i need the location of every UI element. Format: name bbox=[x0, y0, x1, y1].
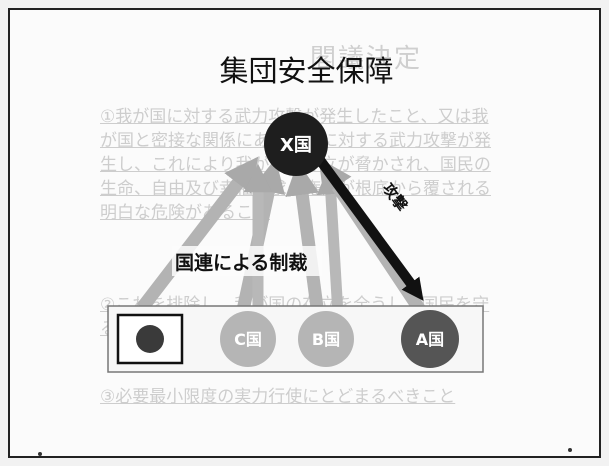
collective-security-diagram: C国 B国 A国 攻撃 X国 国連による制裁 bbox=[38, 112, 572, 456]
corner-dot bbox=[38, 452, 42, 456]
node-b bbox=[298, 311, 354, 367]
node-b-label: B国 bbox=[312, 330, 340, 349]
node-c-label: C国 bbox=[234, 330, 262, 349]
attack-label: 攻撃 bbox=[379, 180, 411, 215]
sanction-arrow bbox=[316, 165, 346, 316]
sanction-label: 国連による制裁 bbox=[175, 251, 307, 274]
attack-arrow bbox=[315, 157, 424, 301]
node-x-label: X国 bbox=[280, 135, 312, 156]
page-title: 集団安全保障 bbox=[219, 54, 394, 88]
background-heading: 閣議決定 bbox=[310, 44, 423, 74]
corner-dot bbox=[568, 448, 572, 452]
node-c bbox=[220, 311, 276, 367]
background-text-line: ③必要最小限度の実力行使にとどまるべきこと bbox=[100, 387, 456, 407]
node-x bbox=[264, 112, 328, 176]
background-text-line: 明白な危険があること bbox=[100, 203, 270, 223]
node-a-label: A国 bbox=[416, 330, 444, 349]
sanction-arrow bbox=[136, 156, 259, 312]
slide-frame: 閣議決定 ①我が国に対する武力攻撃が発生したこと、又は我 が国と密接な関係にある… bbox=[8, 8, 601, 458]
node-a bbox=[401, 310, 459, 368]
japan-flag-disc bbox=[136, 325, 164, 353]
